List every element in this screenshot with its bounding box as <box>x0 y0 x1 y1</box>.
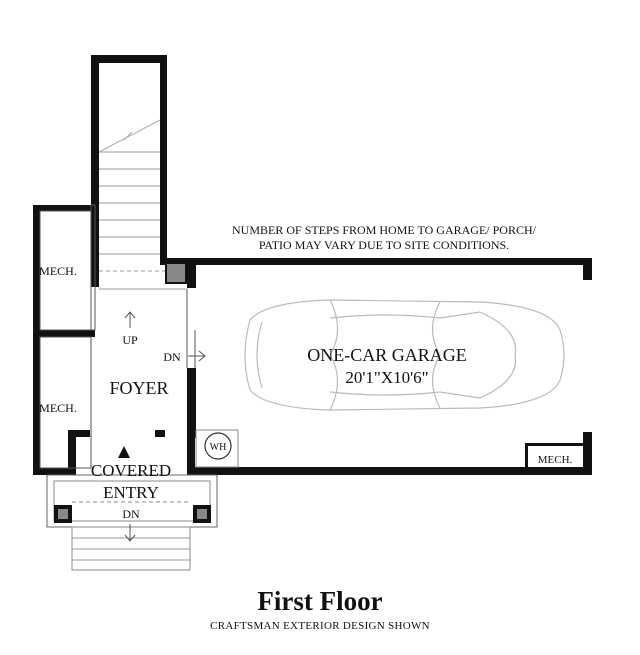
mech-upper-label: MECH. <box>39 264 77 278</box>
foyer-label: FOYER <box>109 378 168 398</box>
up-arrow-icon <box>124 311 136 328</box>
garage-name-label: ONE-CAR GARAGE <box>307 345 467 365</box>
column-post <box>165 262 187 284</box>
plan-subtitle: CRAFTSMAN EXTERIOR DESIGN SHOWN <box>210 620 430 632</box>
entry-marker-icon <box>118 446 130 458</box>
dn-right-arrow-icon <box>188 350 206 362</box>
mech-lower-label: MECH. <box>39 401 77 415</box>
covered-entry-label-1: COVERED <box>91 461 171 480</box>
porch <box>46 474 218 571</box>
foyer-walls <box>186 289 196 368</box>
mech-garage-label: MECH. <box>538 454 573 466</box>
dn-down-arrow-icon <box>124 524 136 542</box>
water-heater-icon <box>204 432 232 460</box>
up-label: UP <box>122 333 138 347</box>
interior-walls <box>39 204 96 469</box>
dn-foyer-label: DN <box>163 350 181 364</box>
note-line-1: NUMBER OF STEPS FROM HOME TO GARAGE/ POR… <box>232 223 537 237</box>
exterior-walls <box>33 55 592 475</box>
floor-plan: NUMBER OF STEPS FROM HOME TO GARAGE/ POR… <box>33 55 592 571</box>
dn-entry-label: DN <box>122 507 140 521</box>
covered-entry-label-2: ENTRY <box>103 483 159 502</box>
garage-dims-label: 20'1"X10'6" <box>345 368 428 387</box>
water-heater-label: WH <box>210 442 227 453</box>
note-line-2: PATIO MAY VARY DUE TO SITE CONDITIONS. <box>259 238 509 252</box>
car-icon <box>244 299 565 411</box>
water-heater-enclosure <box>195 429 239 468</box>
plan-title: First Floor <box>257 586 383 616</box>
